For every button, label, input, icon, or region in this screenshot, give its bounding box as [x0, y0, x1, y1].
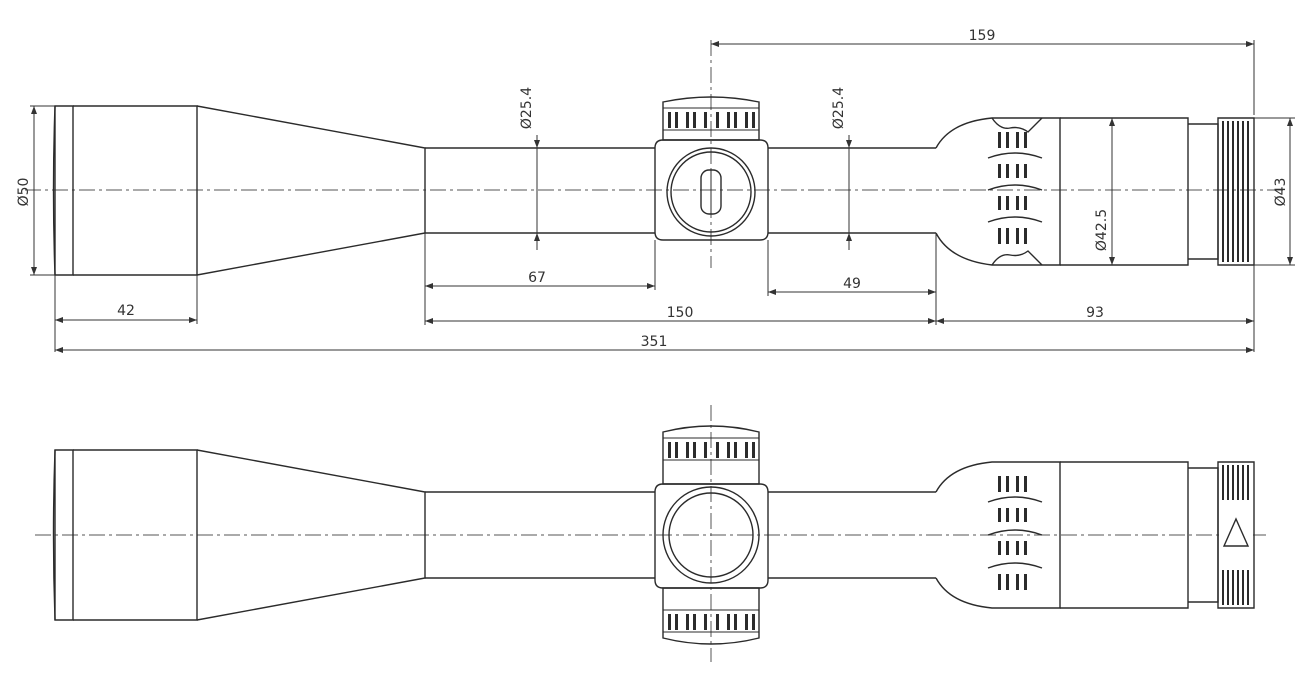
dim-159: 159: [711, 28, 1255, 115]
dim-67: 67: [424, 233, 656, 325]
dim-label-d25-rear: Ø25.4: [831, 87, 847, 129]
dim-d25-rear: Ø25.4: [831, 87, 852, 250]
diopter-ring: [1217, 117, 1255, 266]
dim-label-49: 49: [843, 276, 861, 292]
turret-saddle-bottom: [654, 483, 769, 589]
dim-d43: Ø43: [1254, 117, 1295, 266]
elevation-turret-bottom: [662, 425, 760, 485]
bottom-view: [35, 405, 1270, 662]
dim-150: 150: [425, 305, 936, 324]
dim-49: 49: [767, 233, 937, 325]
diopter-ring-bottom: [1217, 461, 1255, 609]
dim-351: 351: [55, 334, 1254, 353]
dim-label-150: 150: [667, 305, 694, 321]
dim-label-d50: Ø50: [16, 178, 32, 207]
front-tube-bottom: [425, 491, 655, 579]
dim-label-42: 42: [117, 303, 135, 319]
dim-label-159: 159: [969, 28, 996, 44]
dim-label-d43: Ø43: [1273, 178, 1289, 207]
windage-turret-bottom: [662, 587, 760, 645]
dim-42: 42: [54, 275, 198, 352]
front-tube: [425, 147, 655, 234]
dim-d50: Ø50: [16, 105, 55, 276]
rear-tube-bottom: [768, 491, 936, 579]
dim-label-351: 351: [641, 334, 668, 350]
objective-bell: [52, 105, 426, 276]
dim-d42-5: Ø42.5: [1094, 118, 1115, 265]
turret-saddle: [654, 139, 769, 241]
objective-bell-bottom: [52, 449, 426, 621]
eyepiece-ring-knurl: [987, 117, 1043, 266]
rear-tube: [768, 147, 936, 234]
eyepiece-bottom: [935, 461, 1255, 609]
dim-93: 93: [936, 265, 1255, 352]
dim-label-67: 67: [528, 270, 546, 286]
elevation-turret: [662, 96, 760, 141]
dim-label-93: 93: [1086, 305, 1104, 321]
eyepiece: [935, 117, 1255, 266]
top-view: 159 Ø50 Ø25.4 Ø25.4: [16, 28, 1295, 353]
dim-d25-front: Ø25.4: [519, 87, 540, 250]
dim-label-d25-front: Ø25.4: [519, 87, 535, 129]
dim-label-d42-5: Ø42.5: [1094, 209, 1110, 251]
triangle-marker-icon: [1222, 517, 1250, 547]
